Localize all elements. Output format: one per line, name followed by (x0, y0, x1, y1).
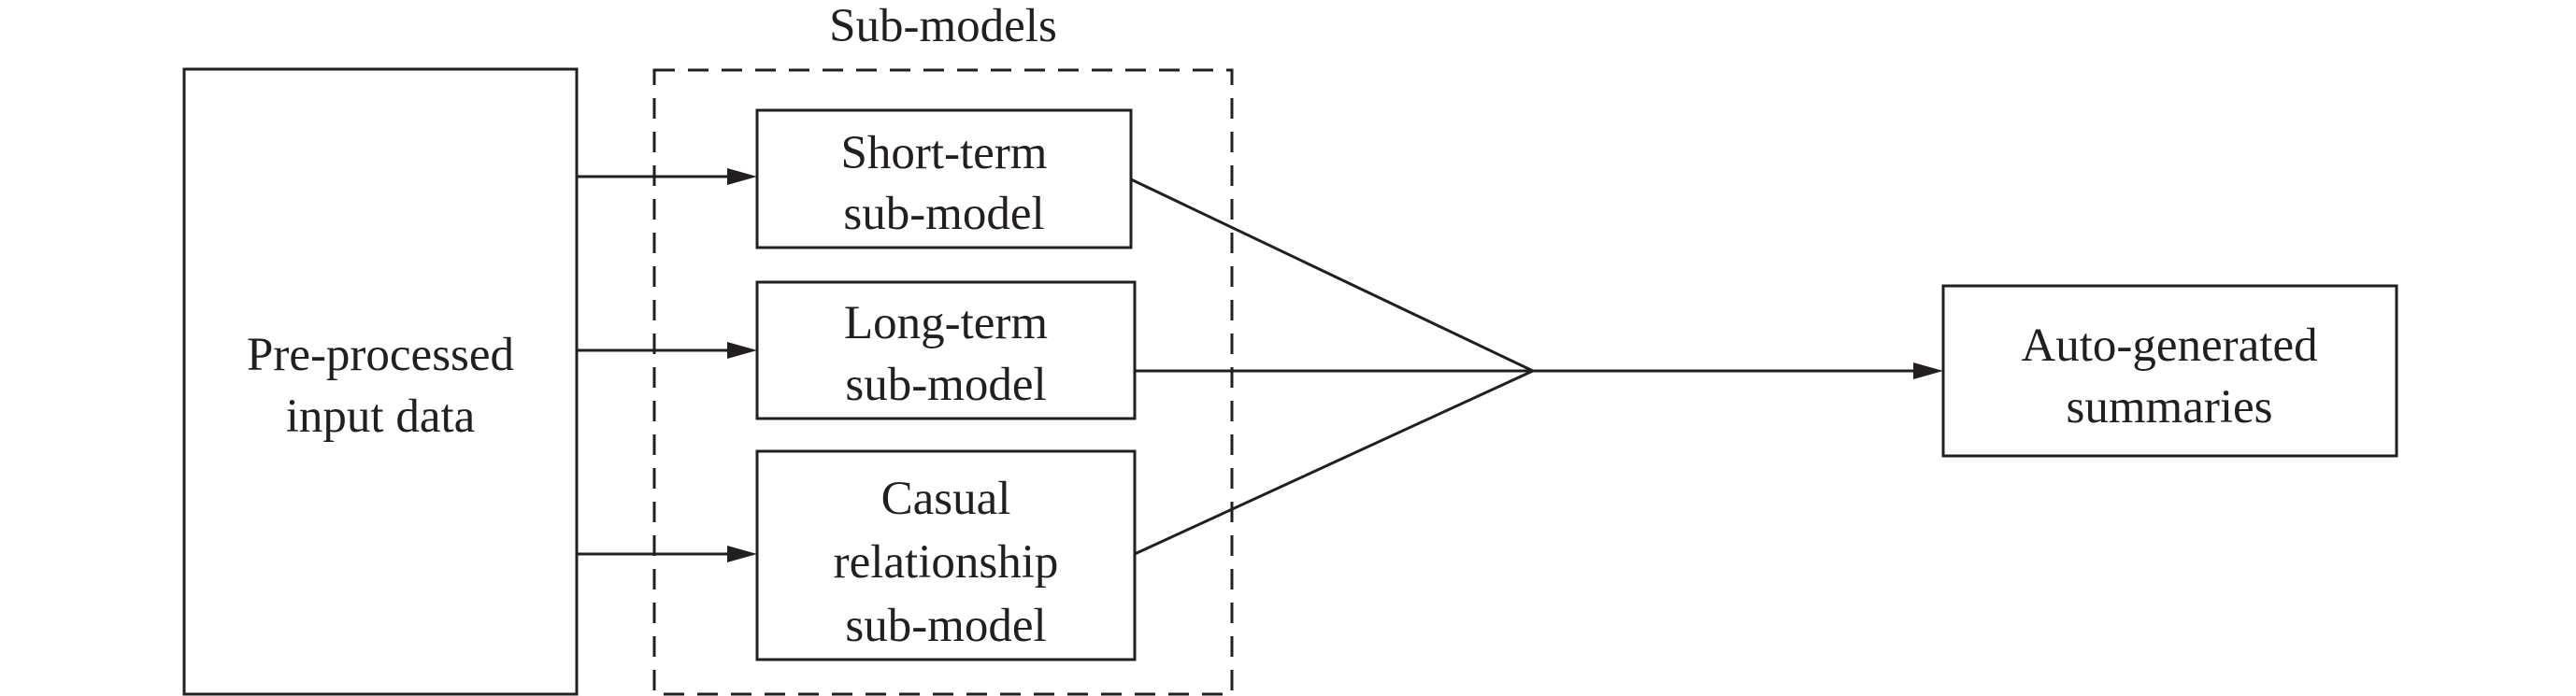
short-term-label-line1: Short-term (841, 127, 1048, 179)
long-term-label-line1: Long-term (844, 297, 1048, 349)
short-term-sub-model-node: Short-term sub-model (755, 108, 1133, 249)
arrow-junction-to-output (1533, 362, 1943, 379)
output-node-label-line1: Auto-generated (2021, 320, 2317, 372)
sub-models-group-border (652, 68, 1234, 696)
arrow-input-to-long-term (577, 342, 757, 359)
connector-short-term-to-junction (1130, 178, 1534, 373)
causal-label-line1: Casual (881, 473, 1011, 525)
input-node-label-line2: input data (286, 391, 476, 443)
input-node-label-line1: Pre-processed (247, 329, 514, 381)
input-node: Pre-processed input data (182, 67, 579, 696)
connector-causal-to-junction (1134, 369, 1534, 556)
long-term-sub-model-node: Long-term sub-model (755, 280, 1137, 420)
output-node: Auto-generated summaries (1941, 284, 2398, 458)
causal-label-line3: sub-model (845, 600, 1046, 652)
arrow-input-to-short-term (577, 168, 757, 185)
sub-models-group-label: Sub-models (829, 0, 1057, 52)
causal-relationship-sub-model-node: Casual relationship sub-model (755, 449, 1137, 661)
causal-label-line2: relationship (834, 536, 1059, 589)
long-term-label-line2: sub-model (845, 359, 1046, 411)
arrow-input-to-causal (577, 546, 757, 562)
short-term-label-line2: sub-model (843, 188, 1044, 240)
output-node-label-line2: summaries (2067, 381, 2273, 433)
